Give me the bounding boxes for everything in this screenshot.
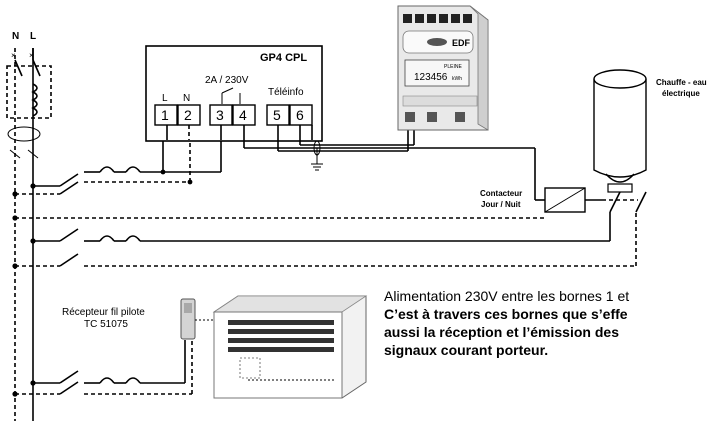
terminal-2: 2	[184, 107, 192, 123]
explanation-note: Alimentation 230V entre les bornes 1 et …	[384, 287, 723, 359]
terminal-5: 5	[273, 107, 281, 123]
relay-rating: 2A / 230V	[205, 75, 249, 86]
water-heater-label-1: Chauffe - eau	[656, 78, 707, 87]
neutral-label: N	[12, 31, 19, 42]
gp4-cpl-module: GP4 CPL 2A / 230V L N Téléinfo 1 2 3 4 5…	[145, 45, 545, 201]
meter-unit: kWh	[452, 76, 462, 82]
contactor-label-1: Contacteur	[480, 189, 522, 198]
line-label: L	[30, 31, 36, 42]
branch-circuit-module	[12, 140, 222, 197]
meter-badge: PLEINE	[444, 64, 462, 70]
water-heater: Chauffe - eau électrique	[593, 69, 707, 193]
terminal-3: 3	[216, 107, 224, 123]
branch-circuit-receiver	[12, 340, 193, 397]
terminal-4: 4	[239, 107, 247, 123]
teleinfo-label: Téléinfo	[268, 87, 304, 98]
module-title: GP4 CPL	[260, 52, 307, 64]
supply-lines: N L × ×	[6, 31, 52, 421]
branch-circuit-contactor	[12, 212, 637, 269]
meter-reading: 123456	[414, 72, 448, 83]
note-line-2: C’est à travers ces bornes que s’effe	[384, 306, 628, 322]
note-line-4: signaux courant porteur.	[384, 342, 549, 358]
terminal-6: 6	[296, 107, 304, 123]
electric-radiator	[212, 295, 368, 399]
svg-text:×: ×	[29, 51, 34, 60]
edf-meter: EDF PLEINE 123456 kWh	[397, 5, 489, 131]
contactor-label-2: Jour / Nuit	[481, 200, 521, 209]
terminal-l-label: L	[162, 93, 168, 104]
water-heater-label-2: électrique	[662, 89, 700, 98]
contactor-day-night: Contacteur Jour / Nuit	[480, 187, 647, 213]
svg-text:×: ×	[11, 51, 16, 60]
terminal-n-label: N	[183, 93, 190, 104]
note-line-1: Alimentation 230V entre les bornes 1 et	[384, 288, 630, 304]
receiver-label-2: TC 51075	[84, 319, 128, 330]
receiver-label-1: Récepteur fil pilote	[62, 307, 145, 318]
meter-brand: EDF	[452, 38, 471, 48]
supply-ticks	[9, 149, 39, 159]
note-line-3: aussi la réception et l’émission des	[384, 324, 619, 340]
terminal-1: 1	[161, 107, 169, 123]
